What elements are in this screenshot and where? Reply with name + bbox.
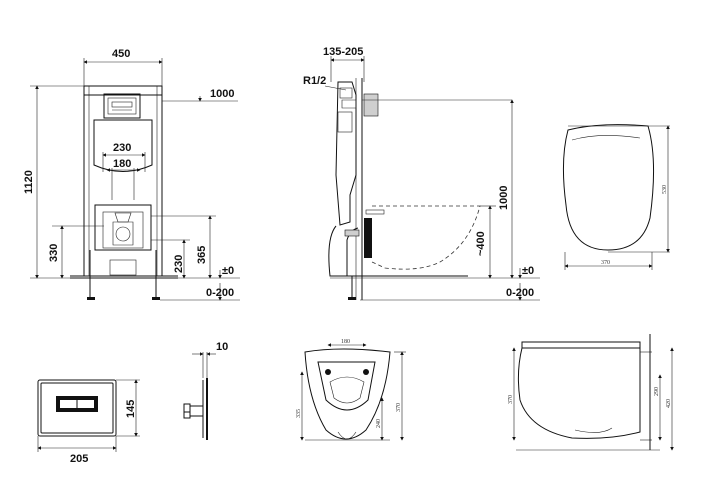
dim-plate-width: 205 xyxy=(70,453,88,465)
label-thread: R1/2 xyxy=(303,75,326,87)
dim-front-right: 370 xyxy=(396,403,402,412)
dim-side-bowl-left: 370 xyxy=(508,395,514,404)
frame-front-view: 450 1120 1000 230 180 330 365 230 ±0 xyxy=(23,48,240,301)
dim-side-height: 1000 xyxy=(498,186,510,210)
dim-plate-thickness: 10 xyxy=(216,341,228,353)
dim-frame-width: 450 xyxy=(112,48,130,60)
dim-top-width: 370 xyxy=(601,260,610,266)
dim-inlet-offset: 230 xyxy=(173,255,185,273)
dim-pipe-outer: 230 xyxy=(113,142,131,154)
dim-outlet-height: 330 xyxy=(48,244,60,262)
dim-front-mid: 240 xyxy=(376,419,382,428)
dim-side-bowl-right-b: 420 xyxy=(666,399,672,408)
dim-frame-height: 1120 xyxy=(23,170,35,194)
flush-plate-side: 10 xyxy=(183,341,228,440)
dim-bowl-height: ~400 xyxy=(475,231,487,256)
dim-floor-zero: ±0 xyxy=(222,265,234,277)
dim-top-level: 1000 xyxy=(210,88,234,100)
dim-inlet-height: 365 xyxy=(196,246,208,264)
dim-pipe-inner: 180 xyxy=(113,158,131,170)
dim-plate-height: 145 xyxy=(125,400,137,418)
dim-front-top: 180 xyxy=(341,339,350,345)
dim-side-floor-range: 0-200 xyxy=(506,287,534,299)
dim-side-bowl-right-a: 290 xyxy=(654,387,660,396)
frame-side-view: 135-205 R1/2 1000 ~400 ±0 0-200 xyxy=(303,46,540,301)
bowl-side-view: 370 290 420 xyxy=(508,334,674,451)
bowl-top-view: 530 370 xyxy=(562,124,670,270)
flush-plate-front: 205 145 xyxy=(37,379,140,465)
dim-top-length: 530 xyxy=(662,185,668,194)
dim-front-left: 335 xyxy=(296,409,302,418)
dim-floor-range: 0-200 xyxy=(206,287,234,299)
dim-side-floor-zero: ±0 xyxy=(522,265,534,277)
dim-side-depth: 135-205 xyxy=(323,46,363,58)
bowl-front-view: 180 335 240 370 xyxy=(296,339,406,441)
